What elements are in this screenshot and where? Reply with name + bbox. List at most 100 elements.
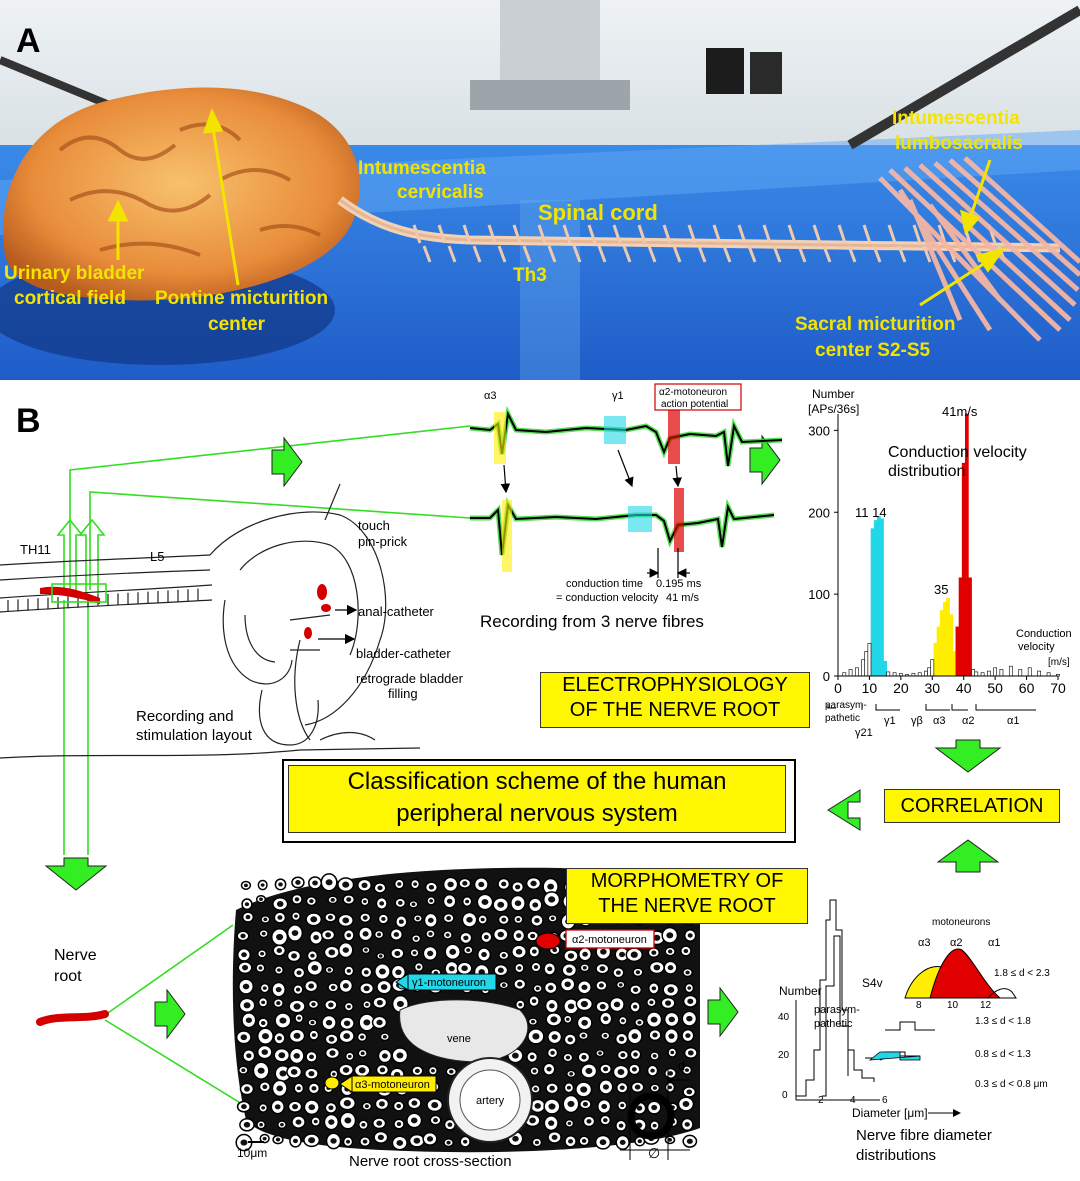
panel-a-photo: A Intumescentia cervicalis Spinal cord I… <box>0 0 1080 380</box>
label-conduction-time: conduction time <box>566 578 643 590</box>
hist-bar-0-0 <box>870 528 875 677</box>
label-sacral-1: Sacral micturition <box>795 314 956 335</box>
hist-bar-1-4 <box>946 597 950 677</box>
hist-ytick-1: 200 <box>808 505 830 520</box>
correlation-label: CORRELATION <box>900 795 1044 817</box>
hist-bar-3-20 <box>999 669 1004 677</box>
label-ap-2: action potential <box>661 399 728 410</box>
morphometry-line-1: MORPHOMETRY OF <box>590 870 784 892</box>
caption-cross-section: Nerve root cross-section <box>349 1153 512 1170</box>
label-th11: TH11 <box>20 542 51 557</box>
arrow-down-icon <box>44 857 108 891</box>
classification-box: Classification scheme of the human perip… <box>288 765 786 833</box>
label-spinal-cord: Spinal cord <box>538 200 658 225</box>
dd-xtick-8: 8 <box>916 1000 922 1011</box>
label-sacral-2: center S2-S5 <box>815 340 931 361</box>
morphometry-line-2: THE NERVE ROOT <box>598 895 776 917</box>
hist-class-parasym-2: pathetic <box>825 713 860 724</box>
anatomy-sketch <box>0 483 421 759</box>
label-scale: 10μm <box>237 1146 267 1160</box>
hist-bar-3-12 <box>924 670 928 677</box>
arrow-right-icon <box>154 434 781 1040</box>
label-cs-alpha2: α2-motoneuron <box>572 934 647 946</box>
label-trace-alpha3: α3 <box>484 390 496 402</box>
electrophysiology-line-2: OF THE NERVE ROOT <box>569 699 781 721</box>
hist-class-gamma21: γ21 <box>855 727 873 739</box>
label-bladder-catheter: bladder-catheter <box>356 646 451 661</box>
label-cs-alpha3: α3-motoneuron <box>355 1079 430 1091</box>
hist-bar-0-4 <box>883 660 888 677</box>
hist-xtick-7: 70 <box>1050 680 1066 696</box>
hist-title-2: distribution <box>888 463 965 480</box>
label-dd-parasym-2: pathetic <box>814 1018 853 1030</box>
label-l5: L5 <box>150 549 164 564</box>
label-intumescentia-lumbosacralis-1: Intumescentia <box>892 108 1020 129</box>
hist-bar-2-1 <box>958 577 963 677</box>
label-urinary-bladder-2: cortical field <box>14 288 126 309</box>
hist-label-1114: 11 14 <box>855 505 887 520</box>
value-conduction-velocity: 41 m/s <box>666 592 700 604</box>
hist-bar-1-0 <box>933 642 938 677</box>
caption-recording: Recording from 3 nerve fibres <box>480 612 704 631</box>
dd-xtick-12: 12 <box>980 1000 992 1011</box>
dd-xtick-4: 4 <box>850 1095 856 1106</box>
hist-bar-2-0 <box>955 626 960 677</box>
label-diameter: ∅ <box>648 1145 660 1161</box>
hist-bar-2-4 <box>968 577 972 677</box>
label-trace-gamma1: γ1 <box>612 390 624 402</box>
hist-bar-1-2 <box>939 610 944 677</box>
hist-bar-3-6 <box>886 671 891 677</box>
hist-label-35: 35 <box>934 582 948 597</box>
hist-class-alpha2: α2 <box>962 715 974 727</box>
diameter-distribution-chart <box>795 899 935 1101</box>
label-recording-layout-2: stimulation layout <box>136 727 253 744</box>
label-pontine-2: center <box>208 314 266 335</box>
label-range-1: 1.8 ≤ d < 2.3 <box>994 968 1050 979</box>
label-retrograde-1: retrograde bladder <box>356 671 464 686</box>
fibre-diagram <box>620 1070 690 1160</box>
hist-bar-0-2 <box>876 516 881 677</box>
label-dd-xlabel: Diameter [μm] <box>852 1106 928 1120</box>
hist-bar-3-22 <box>1018 669 1023 677</box>
label-d: d <box>678 1058 685 1073</box>
hist-bar-3-19 <box>993 667 998 677</box>
label-root: root <box>54 968 82 985</box>
label-retrograde-2: filling <box>388 686 418 701</box>
label-pin-prick: pin-prick <box>358 534 408 549</box>
label-cs-gamma1: γ1-motoneuron <box>412 977 486 989</box>
hist-xtick-3: 30 <box>924 680 940 696</box>
label-range-4: 0.3 ≤ d < 0.8 μm <box>975 1079 1048 1090</box>
nerve-root-shape <box>36 1010 109 1026</box>
label-dd-parasym-1: parasym- <box>814 1004 860 1016</box>
hist-bar-3-21 <box>1008 665 1013 677</box>
label-nerve: Nerve <box>54 947 97 964</box>
hist-bar-3-5 <box>867 642 872 677</box>
hist-ytick-3: 0 <box>823 669 830 684</box>
label-motoneurons: motoneurons <box>932 917 990 928</box>
hist-title-1: Conduction velocity <box>888 444 1027 461</box>
panel-b-letter: B <box>16 402 41 440</box>
hist-bar-3-3 <box>861 659 866 677</box>
hist-ytick-0: 300 <box>808 423 830 438</box>
label-pontine-1: Pontine micturition <box>155 288 328 309</box>
classification-line-2: peripheral nervous system <box>396 800 678 827</box>
label-dd-alpha3: α3 <box>918 937 930 949</box>
morphometry-box: MORPHOMETRY OF THE NERVE ROOT <box>566 868 808 924</box>
hist-bar-3-23 <box>1027 667 1032 677</box>
hist-class-gammab: γβ <box>911 715 923 727</box>
hist-bar-0-3 <box>880 518 884 677</box>
label-s4v: S4v <box>862 976 883 990</box>
hist-xlabel-3: [m/s] <box>1048 657 1070 668</box>
hist-bar-1-5 <box>949 614 954 677</box>
arrow-up-icon <box>56 518 106 595</box>
hist-xtick-6: 60 <box>1019 680 1035 696</box>
hist-ytick-2: 100 <box>808 587 830 602</box>
label-conduction-velocity: = conduction velocity <box>556 592 659 604</box>
hist-xlabel-1: Conduction <box>1016 628 1072 640</box>
ap-label-box <box>654 383 742 411</box>
hist-ylabel-2: [APs/36s] <box>808 402 859 416</box>
hist-bar-3-16 <box>974 671 979 677</box>
hist-bar-3-13 <box>927 667 932 677</box>
hist-bar-3-24 <box>1037 670 1042 677</box>
